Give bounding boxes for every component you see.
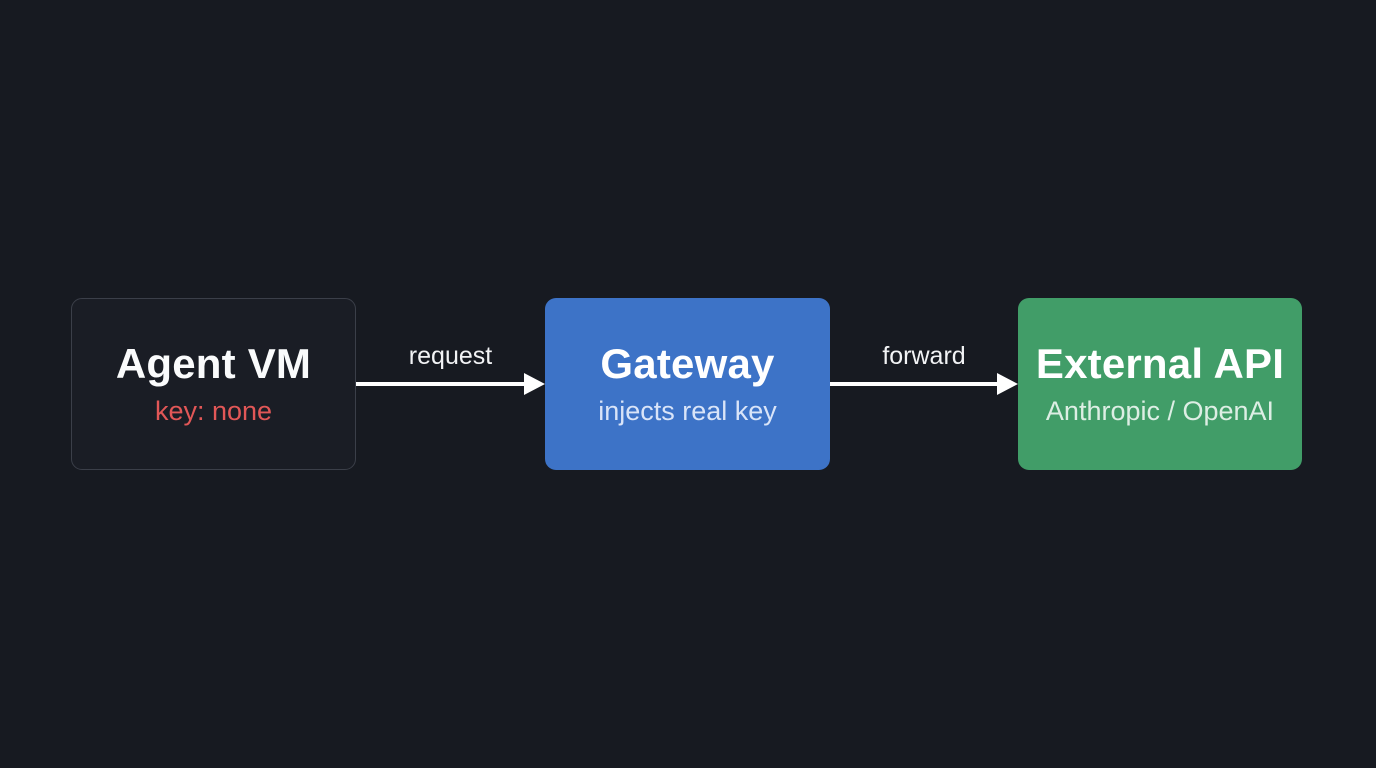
node-subtitle: injects real key <box>598 396 777 427</box>
arrow-head-icon <box>524 373 545 395</box>
node-subtitle: key: none <box>154 396 273 427</box>
arrow-line <box>356 382 524 386</box>
right-arrow-icon <box>356 373 545 395</box>
edge-label: forward <box>882 342 966 370</box>
arrow-line <box>830 382 997 386</box>
node-title: External API <box>1035 340 1285 388</box>
right-arrow-icon <box>830 373 1018 395</box>
edge-label: request <box>408 342 493 370</box>
node-title: Gateway <box>600 340 775 388</box>
flow-row: Agent VM key: none request Gateway injec… <box>71 298 1302 470</box>
node-agent-vm: Agent VM key: none <box>71 298 356 470</box>
edge-request: request <box>356 298 545 470</box>
edge-forward: forward <box>830 298 1018 470</box>
node-title: Agent VM <box>115 340 312 388</box>
node-external-api: External API Anthropic / OpenAI <box>1018 298 1302 470</box>
node-subtitle: Anthropic / OpenAI <box>1045 396 1275 427</box>
arrow-head-icon <box>997 373 1018 395</box>
node-gateway: Gateway injects real key <box>545 298 830 470</box>
